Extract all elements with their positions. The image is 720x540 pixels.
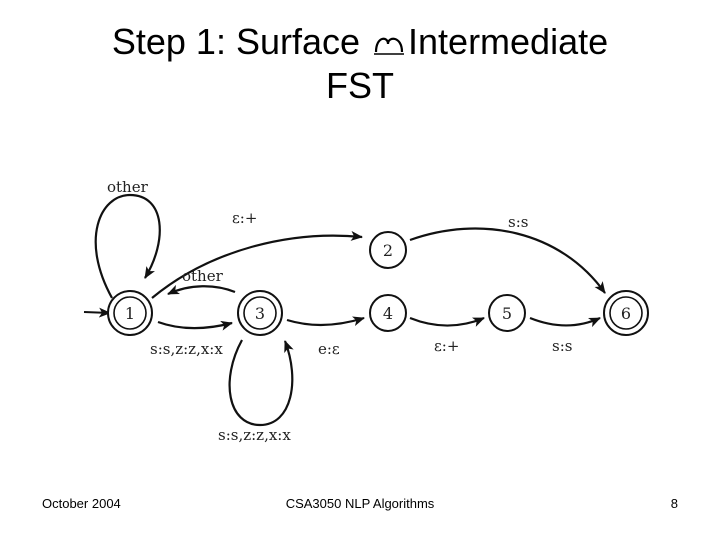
state-4-label: 4 [383,304,393,323]
edge-2-6-s-s [409,227,606,294]
label-3-4-e-eps: e:ε [318,340,340,358]
state-3: 3 [237,290,283,336]
label-1-3-sibilants: s:s,z:z,x:x [150,340,223,358]
footer-course: CSA3050 NLP Algorithms [285,496,435,511]
state-4: 4 [369,294,407,332]
state-5: 5 [488,294,526,332]
state-6-label: 6 [621,304,631,323]
edge-4-5-eps-plus [409,316,485,327]
state-1-label: 1 [125,304,135,323]
edge-3-4-e-eps [286,316,365,327]
label-3-1-other: other [182,267,224,285]
title-line-1: Step 1: Surface Intermediate [0,20,720,64]
edge-5-6-s-s [529,316,601,328]
right-arrow-icon [370,26,408,60]
edge-1-1-other [94,193,161,299]
edge-3-3-sibilants [228,339,294,427]
state-5-label: 5 [502,304,512,323]
state-1: 1 [107,290,153,336]
title-line-2: FST [326,65,394,106]
label-2-6-s-s: s:s [508,213,528,231]
label-5-6-s-s: s:s [552,337,572,355]
edge-1-2-eps-plus [151,230,363,299]
state-3-label: 3 [255,304,265,323]
edge-1-3-sibilants [157,320,233,331]
label-3-3-sibilants: s:s,z:z,x:x [218,426,291,444]
start-arrow [83,307,111,318]
label-1-1-other: other [107,178,149,196]
label-1-2-eps-plus: ε:+ [232,209,257,227]
title-intermediate-text: Intermediate [408,21,609,62]
label-4-5-eps-plus: ε:+ [434,337,459,355]
title-surface-text: Step 1: Surface [111,21,371,62]
state-6: 6 [603,290,649,336]
edge-3-1-other [167,284,236,296]
footer-page-number: 8 [670,496,678,511]
slide-title: Step 1: Surface Intermediate FST [0,20,720,108]
footer-date: October 2004 [42,496,121,511]
state-2: 2 [369,231,407,269]
state-2-label: 2 [383,241,393,260]
